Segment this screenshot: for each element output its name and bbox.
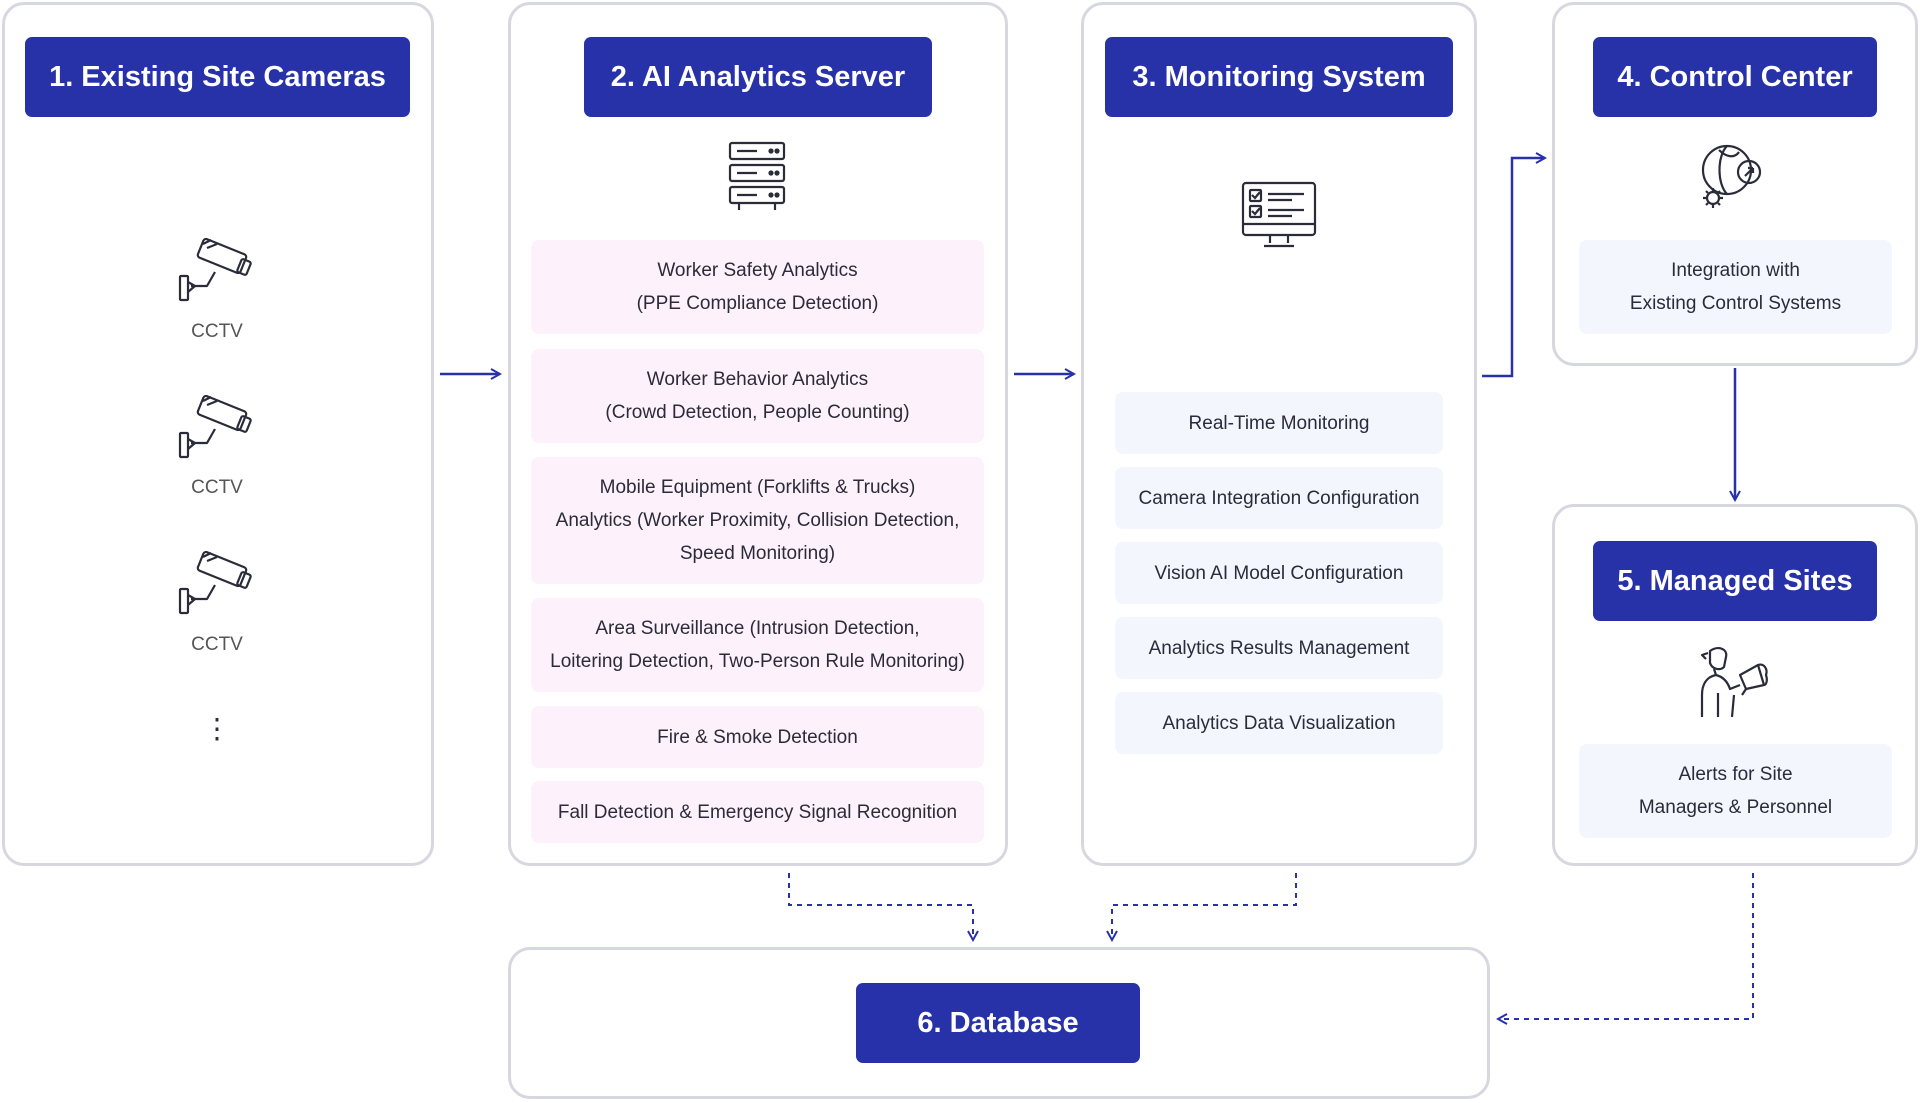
monitoring-item: Vision AI Model Configuration	[1115, 542, 1443, 604]
monitor-checklist-icon	[1240, 180, 1318, 252]
panel-title-monitoring: 3. Monitoring System	[1105, 37, 1453, 117]
camera-label: CCTV	[191, 321, 243, 342]
analytics-item: Fall Detection & Emergency Signal Recogn…	[531, 781, 984, 843]
panel-title-sites: 5. Managed Sites	[1593, 541, 1877, 621]
panel-title-analytics: 2. AI Analytics Server	[584, 37, 932, 117]
globe-gear-icon	[1697, 138, 1773, 214]
camera-label: CCTV	[191, 477, 243, 498]
arrow-monitoring-to-database	[1112, 873, 1297, 940]
panel-title-cameras: 1. Existing Site Cameras	[25, 37, 410, 117]
analytics-item: Area Surveillance (Intrusion Detection, …	[531, 598, 984, 692]
monitoring-item: Camera Integration Configuration	[1115, 467, 1443, 529]
arrow-monitoring-to-control	[1482, 158, 1545, 378]
person-megaphone-icon	[1696, 645, 1772, 719]
analytics-item: Fire & Smoke Detection	[531, 706, 984, 768]
analytics-item: Mobile Equipment (Forklifts & Trucks) An…	[531, 457, 984, 584]
panel-title-control: 4. Control Center	[1593, 37, 1877, 117]
more-cameras-ellipsis: ⋮	[203, 713, 231, 744]
arrow-analytics-to-database	[788, 873, 973, 940]
monitoring-item: Analytics Results Management	[1115, 617, 1443, 679]
monitoring-item: Analytics Data Visualization	[1115, 692, 1443, 754]
panel-title-database: 6. Database	[856, 983, 1140, 1063]
arrow-sites-to-database	[1498, 873, 1754, 1019]
server-rack-icon	[727, 140, 787, 214]
analytics-item: Worker Behavior Analytics (Crowd Detecti…	[531, 349, 984, 443]
sites-item: Alerts for Site Managers & Personnel	[1579, 744, 1892, 838]
cctv-camera-icon	[177, 395, 257, 461]
camera-label: CCTV	[191, 634, 243, 655]
cctv-camera-icon	[177, 551, 257, 617]
analytics-item: Worker Safety Analytics (PPE Compliance …	[531, 240, 984, 334]
panel-existing-site-cameras	[2, 2, 434, 866]
control-item: Integration with Existing Control System…	[1579, 240, 1892, 334]
cctv-camera-icon	[177, 238, 257, 304]
monitoring-item: Real-Time Monitoring	[1115, 392, 1443, 454]
